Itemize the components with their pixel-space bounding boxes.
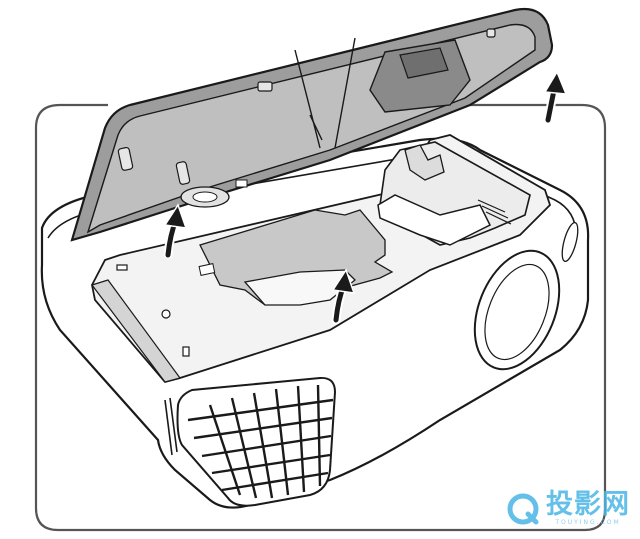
lift-arrow-icon (163, 203, 188, 260)
dial-knob (180, 179, 248, 208)
compartment-wall (91, 279, 182, 383)
watermark-subtext: TOUYING.COM (555, 519, 621, 526)
watermark-logo-icon (507, 493, 539, 525)
sheet-tab (198, 263, 216, 276)
lens-inner (484, 263, 550, 361)
side-vent-grille (176, 376, 337, 507)
sensor-window (561, 221, 579, 263)
lamp-cover-panel (399, 47, 449, 79)
lamp-handle (377, 194, 492, 246)
lamp-connector (404, 144, 445, 181)
lamp-cover-clips (117, 28, 496, 185)
lamp-cover-ribs (294, 37, 356, 149)
lift-arrow-icon (331, 268, 356, 325)
lift-arrow-icon (543, 70, 568, 125)
watermark: 投影网 TOUYING.COM (506, 491, 630, 527)
lamp-vent-slots (477, 199, 512, 225)
watermark-text: 投影网 (546, 489, 630, 520)
screw-holes (116, 264, 190, 357)
frame-border (34, 103, 607, 532)
front-vent (164, 397, 178, 456)
